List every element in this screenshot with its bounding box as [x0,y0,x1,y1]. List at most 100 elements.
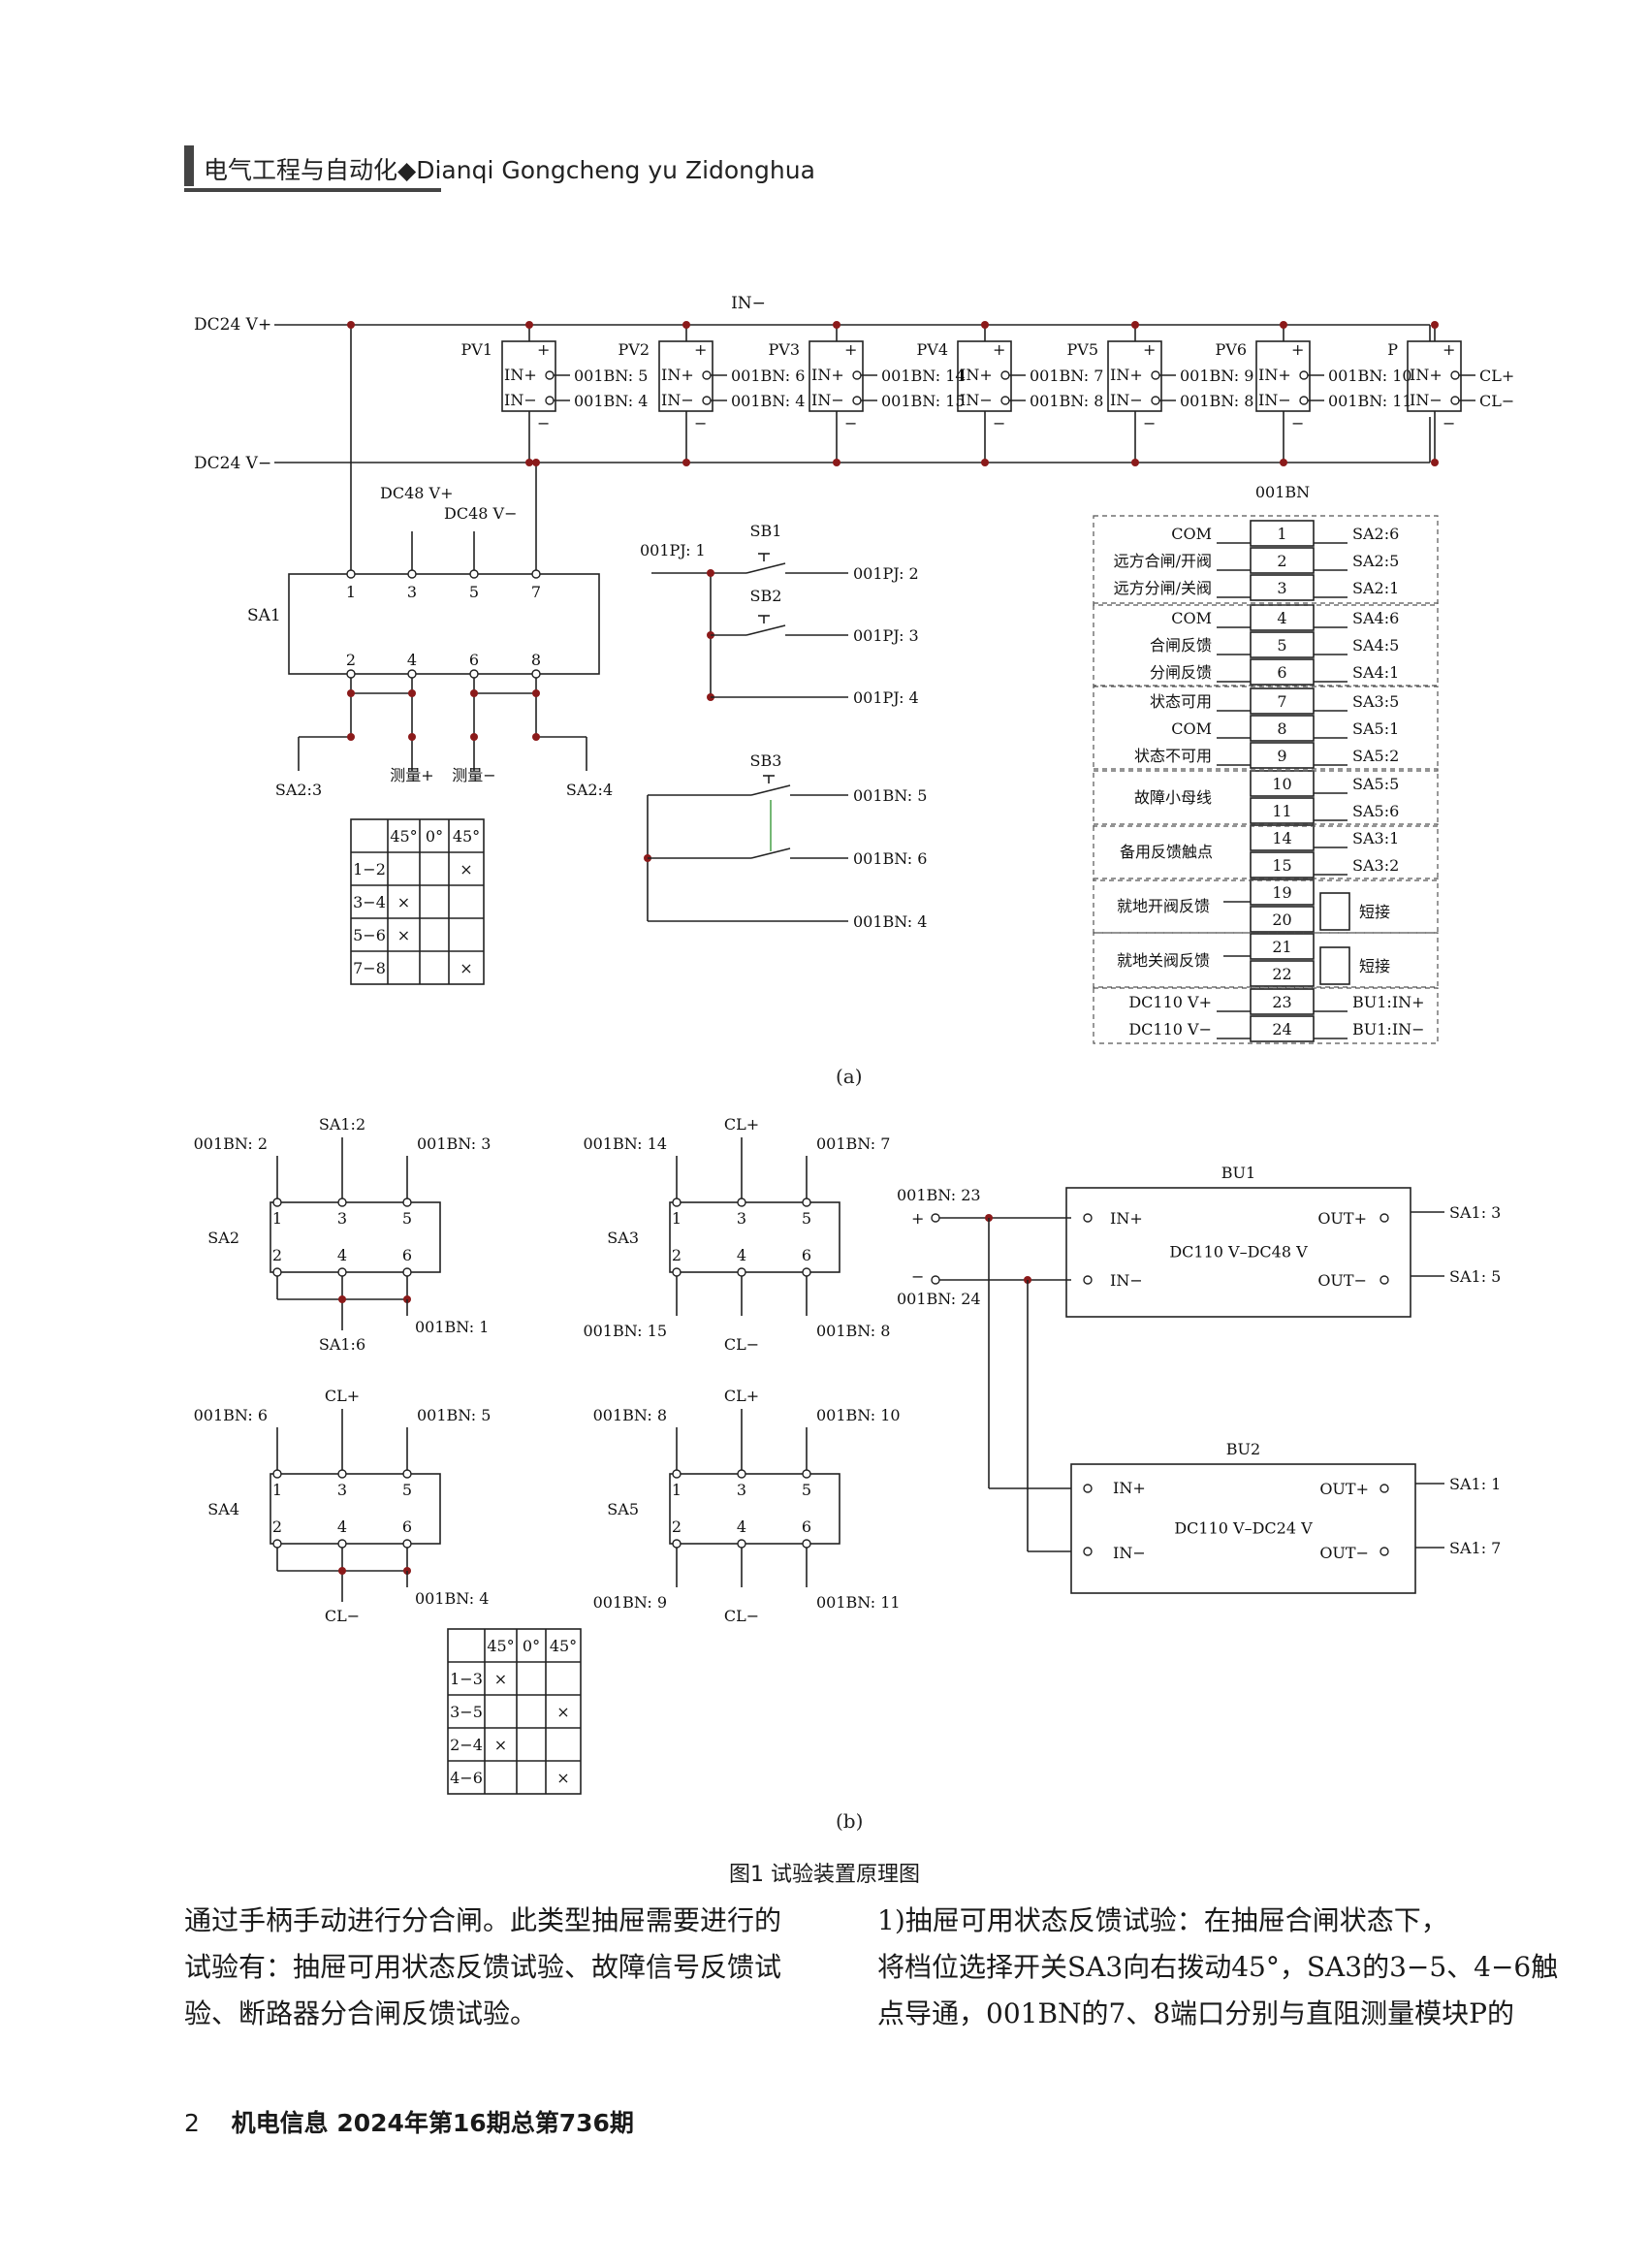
sa1-pin-top: 1 [346,583,356,601]
junction-dot [525,321,533,329]
junction-dot [1431,321,1439,329]
terminal-circle [402,1267,412,1277]
bu-plus: + [911,1209,924,1228]
module-in-plus: IN+ [504,366,537,384]
bn-terminal [1250,906,1315,933]
switch-table-b-cell: 3−5 [450,1703,483,1721]
switch-table-a-cell: × [397,926,410,944]
switch-table-b-cell: × [494,1670,507,1688]
bn-right-label: SA5:1 [1352,719,1399,738]
switch-table-b-cell: 4−6 [450,1769,483,1787]
body-line: 点导通，001BN的7、8端口分别与直阻测量模块P的 [877,1997,1514,2029]
sa1-pin-bottom: 4 [407,651,417,669]
module-in-plus: IN+ [1110,366,1143,384]
bn-terminal-number: 10 [1272,775,1291,793]
switch-table-b-cell: × [494,1736,507,1754]
switch-pin-bottom: 4 [737,1246,746,1264]
switch-sa2-body [270,1201,441,1273]
bn-terminal [1250,933,1315,960]
terminal-circle [672,1198,682,1207]
terminal-circle [1379,1484,1389,1493]
switch-pin-bottom: 4 [337,1246,347,1264]
page-number: 2 [184,2109,200,2137]
bn-title: 001BN [1255,483,1310,501]
switch-table-a-cell: × [460,959,472,977]
bn-right-label: BU1:IN− [1352,1020,1425,1038]
switch-table-a-cell: 5−6 [353,926,386,944]
terminal-circle [1083,1275,1093,1285]
switch-label-bm: CL− [724,1607,759,1625]
module-in-minus: IN− [1410,391,1443,409]
junction-dot [682,321,690,329]
bn-terminal-number: 22 [1272,965,1291,983]
bn-short-label: 短接 [1359,903,1390,921]
sb-input-label: 001PJ: 1 [640,541,706,559]
module-plus: + [993,340,1005,359]
switch-table-a-cell: 7−8 [353,959,386,977]
switch-label-bl: CL− [325,1607,360,1625]
bn-right-label: SA3:2 [1352,856,1399,875]
bn-group [1093,602,1439,687]
terminal-circle [931,1213,940,1223]
module-minus: − [694,414,707,432]
terminal-circle [702,370,712,380]
switch-pin-bottom: 6 [802,1517,811,1536]
subfigure-label-b: (b) [836,1809,864,1833]
bn-terminal [1250,770,1315,797]
switch-table-a-header: 45° [390,827,417,846]
bn-terminal [1250,824,1315,851]
bn-terminal-number: 20 [1272,910,1291,929]
body-line: 验、断路器分合闸反馈试验。 [184,1997,538,2029]
module-terminal-2: 001BN: 15 [881,392,966,410]
header-bar [184,145,194,186]
terminal-circle [346,569,356,579]
bn-terminal-number: 11 [1272,802,1291,820]
switch-label-bl: 001BN: 15 [583,1322,667,1340]
bu-out-plus: OUT+ [1317,1209,1367,1228]
switch-table-a-cell: 1−2 [353,860,386,878]
junction-dot [532,733,540,741]
bn-terminal [1250,797,1315,824]
bn-left-label: COM [1171,525,1212,543]
junction-dot [470,733,478,741]
module-minus: − [537,414,550,432]
terminal-circle [531,669,541,679]
switch-table-b-header: 0° [523,1637,540,1655]
module-name: PV3 [769,340,801,359]
bn-group [1093,878,1439,934]
sa1-pin-top: 5 [469,583,479,601]
switch-sa1-body [288,573,600,675]
terminal-circle [469,669,479,679]
junction-dot [532,459,540,466]
terminal-circle [1450,396,1460,405]
switch-label-top: CL+ [724,1387,759,1405]
journal-issue: 机电信息 2024年第16期总第736期 [231,2109,634,2137]
bn-terminal [1250,742,1315,769]
module-minus: − [844,414,857,432]
switch-pin-top: 5 [402,1481,412,1499]
bn-terminal [1250,631,1315,658]
bn-right-label: SA2:5 [1352,552,1399,570]
module-name: PV4 [917,340,949,359]
header-rule [184,188,441,192]
bu-in-plus: IN+ [1110,1209,1143,1228]
sb-output-label: 001BN: 5 [853,786,927,805]
sa1-dc48p-label: DC48 V+ [380,484,453,502]
terminal-circle [1151,370,1160,380]
switch-pin-bottom: 6 [802,1246,811,1264]
bn-short-label: 短接 [1359,957,1390,975]
pushbutton-contact [745,562,786,574]
bu-in-minus: IN− [1113,1544,1146,1562]
pushbutton-contact [750,784,791,796]
switch-pin-bottom: 6 [402,1246,412,1264]
module-in-plus: IN+ [811,366,844,384]
switch-table-a-cell: × [397,893,410,911]
module-terminal-1: 001BN: 7 [1030,367,1103,385]
terminal-circle [402,1198,412,1207]
junction-dot [833,321,840,329]
switch-label-tl: 001BN: 8 [593,1406,667,1424]
module-terminal-1: CL+ [1479,367,1514,385]
junction-dot [707,569,714,577]
terminal-circle [702,396,712,405]
sb-output-label: 001PJ: 2 [853,564,919,583]
